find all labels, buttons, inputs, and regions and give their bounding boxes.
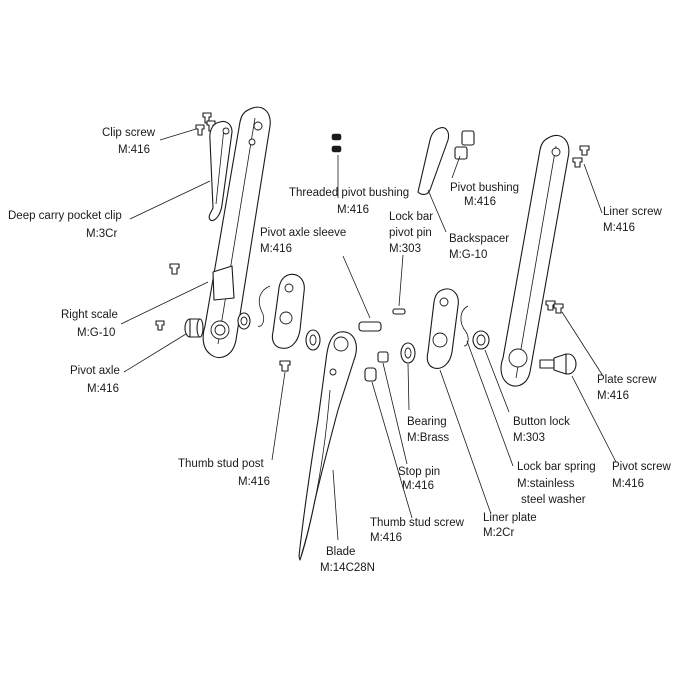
blade-material: M:14C28N — [320, 562, 375, 574]
lock-bar-spring-material-1: M:stainless — [517, 478, 575, 490]
scale-screw — [169, 263, 180, 275]
pivot-bushing-material: M:416 — [464, 196, 496, 208]
backspacer-label: Backspacer — [449, 233, 509, 245]
liner-screws — [572, 145, 590, 168]
threaded-pivot-bushing — [331, 133, 342, 153]
clip-screws — [195, 112, 216, 136]
liner-plate — [426, 288, 459, 369]
lock-bar-pivot-pin-label-1: Lock bar — [389, 211, 433, 223]
lock-bar-pivot-pin — [392, 308, 406, 315]
threaded-pivot-bushing-label: Threaded pivot bushing — [289, 187, 409, 199]
blade-label: Blade — [326, 546, 355, 558]
bearing-material: M:Brass — [407, 432, 449, 444]
lock-bar-plate — [271, 273, 305, 349]
button-lock-label: Button lock — [513, 416, 570, 428]
threaded-pivot-bushing-material: M:416 — [337, 204, 369, 216]
clip-screw-label: Clip screw — [102, 127, 156, 139]
thumb-stud-screw-label: Thumb stud screw — [370, 517, 465, 529]
pivot-screw-label: Pivot screw — [612, 461, 671, 473]
stop-pin-label: Stop pin — [398, 466, 440, 478]
pivot-axle-sleeve-label: Pivot axle sleeve — [260, 227, 346, 239]
lock-bar-spring-material-2: steel washer — [521, 494, 586, 506]
plate-screw-label: Plate screw — [597, 374, 657, 386]
thumb-stud-post — [279, 360, 291, 372]
right-scale-label: Right scale — [61, 309, 118, 321]
pivot-axle-material: M:416 — [87, 383, 119, 395]
thumb-stud-post-label: Thumb stud post — [178, 458, 264, 470]
plate-screws — [545, 300, 564, 314]
pivot-screw — [539, 353, 577, 375]
bearing-right — [400, 342, 416, 364]
backspacer-material: M:G-10 — [449, 249, 487, 261]
pivot-bushings — [454, 130, 475, 160]
pocket-clip-material: M:3Cr — [86, 228, 117, 240]
lock-bar-pivot-pin-label-2: pivot pin — [389, 227, 432, 239]
pivot-axle-sleeve — [358, 321, 382, 332]
thumb-stud-post-material: M:416 — [238, 476, 270, 488]
button-lock — [472, 330, 490, 350]
liner-plate-material: M:2Cr — [483, 527, 514, 539]
lock-bar-pivot-pin-material: M:303 — [389, 243, 421, 255]
pivot-bushing-label: Pivot bushing — [450, 182, 519, 194]
lock-spring-left — [257, 285, 271, 327]
pocket-clip — [208, 120, 233, 222]
pivot-screw-material: M:416 — [612, 478, 644, 490]
pivot-axle — [184, 318, 204, 338]
backspacer — [417, 127, 450, 195]
clip-screw-material: M:416 — [118, 144, 150, 156]
liner-screw-material: M:416 — [603, 222, 635, 234]
stop-pin-material: M:416 — [402, 480, 434, 492]
bearing-left — [305, 329, 321, 351]
bearing-label: Bearing — [407, 416, 447, 428]
thumb-stud-screw — [364, 367, 377, 382]
thumb-stud-screw-material: M:416 — [370, 532, 402, 544]
liner-screw-label: Liner screw — [603, 206, 662, 218]
right-scale — [202, 106, 271, 358]
stop-pin — [377, 351, 389, 363]
pocket-clip-label: Deep carry pocket clip — [8, 210, 122, 222]
labels: Clip screw M:416 Deep carry pocket clip … — [8, 127, 671, 574]
right-scale-material: M:G-10 — [77, 327, 115, 339]
lock-bar-spring-label: Lock bar spring — [517, 461, 596, 473]
right-liner — [500, 134, 570, 387]
lock-spring-right — [460, 305, 469, 347]
pivot-axle-sleeve-material: M:416 — [260, 243, 292, 255]
liner-plate-label: Liner plate — [483, 512, 537, 524]
blade — [298, 331, 357, 561]
scale-screw-2 — [155, 320, 165, 331]
leader-lines — [120, 128, 617, 541]
button-lock-material: M:303 — [513, 432, 545, 444]
pivot-axle-label: Pivot axle — [70, 365, 120, 377]
plate-screw-material: M:416 — [597, 390, 629, 402]
